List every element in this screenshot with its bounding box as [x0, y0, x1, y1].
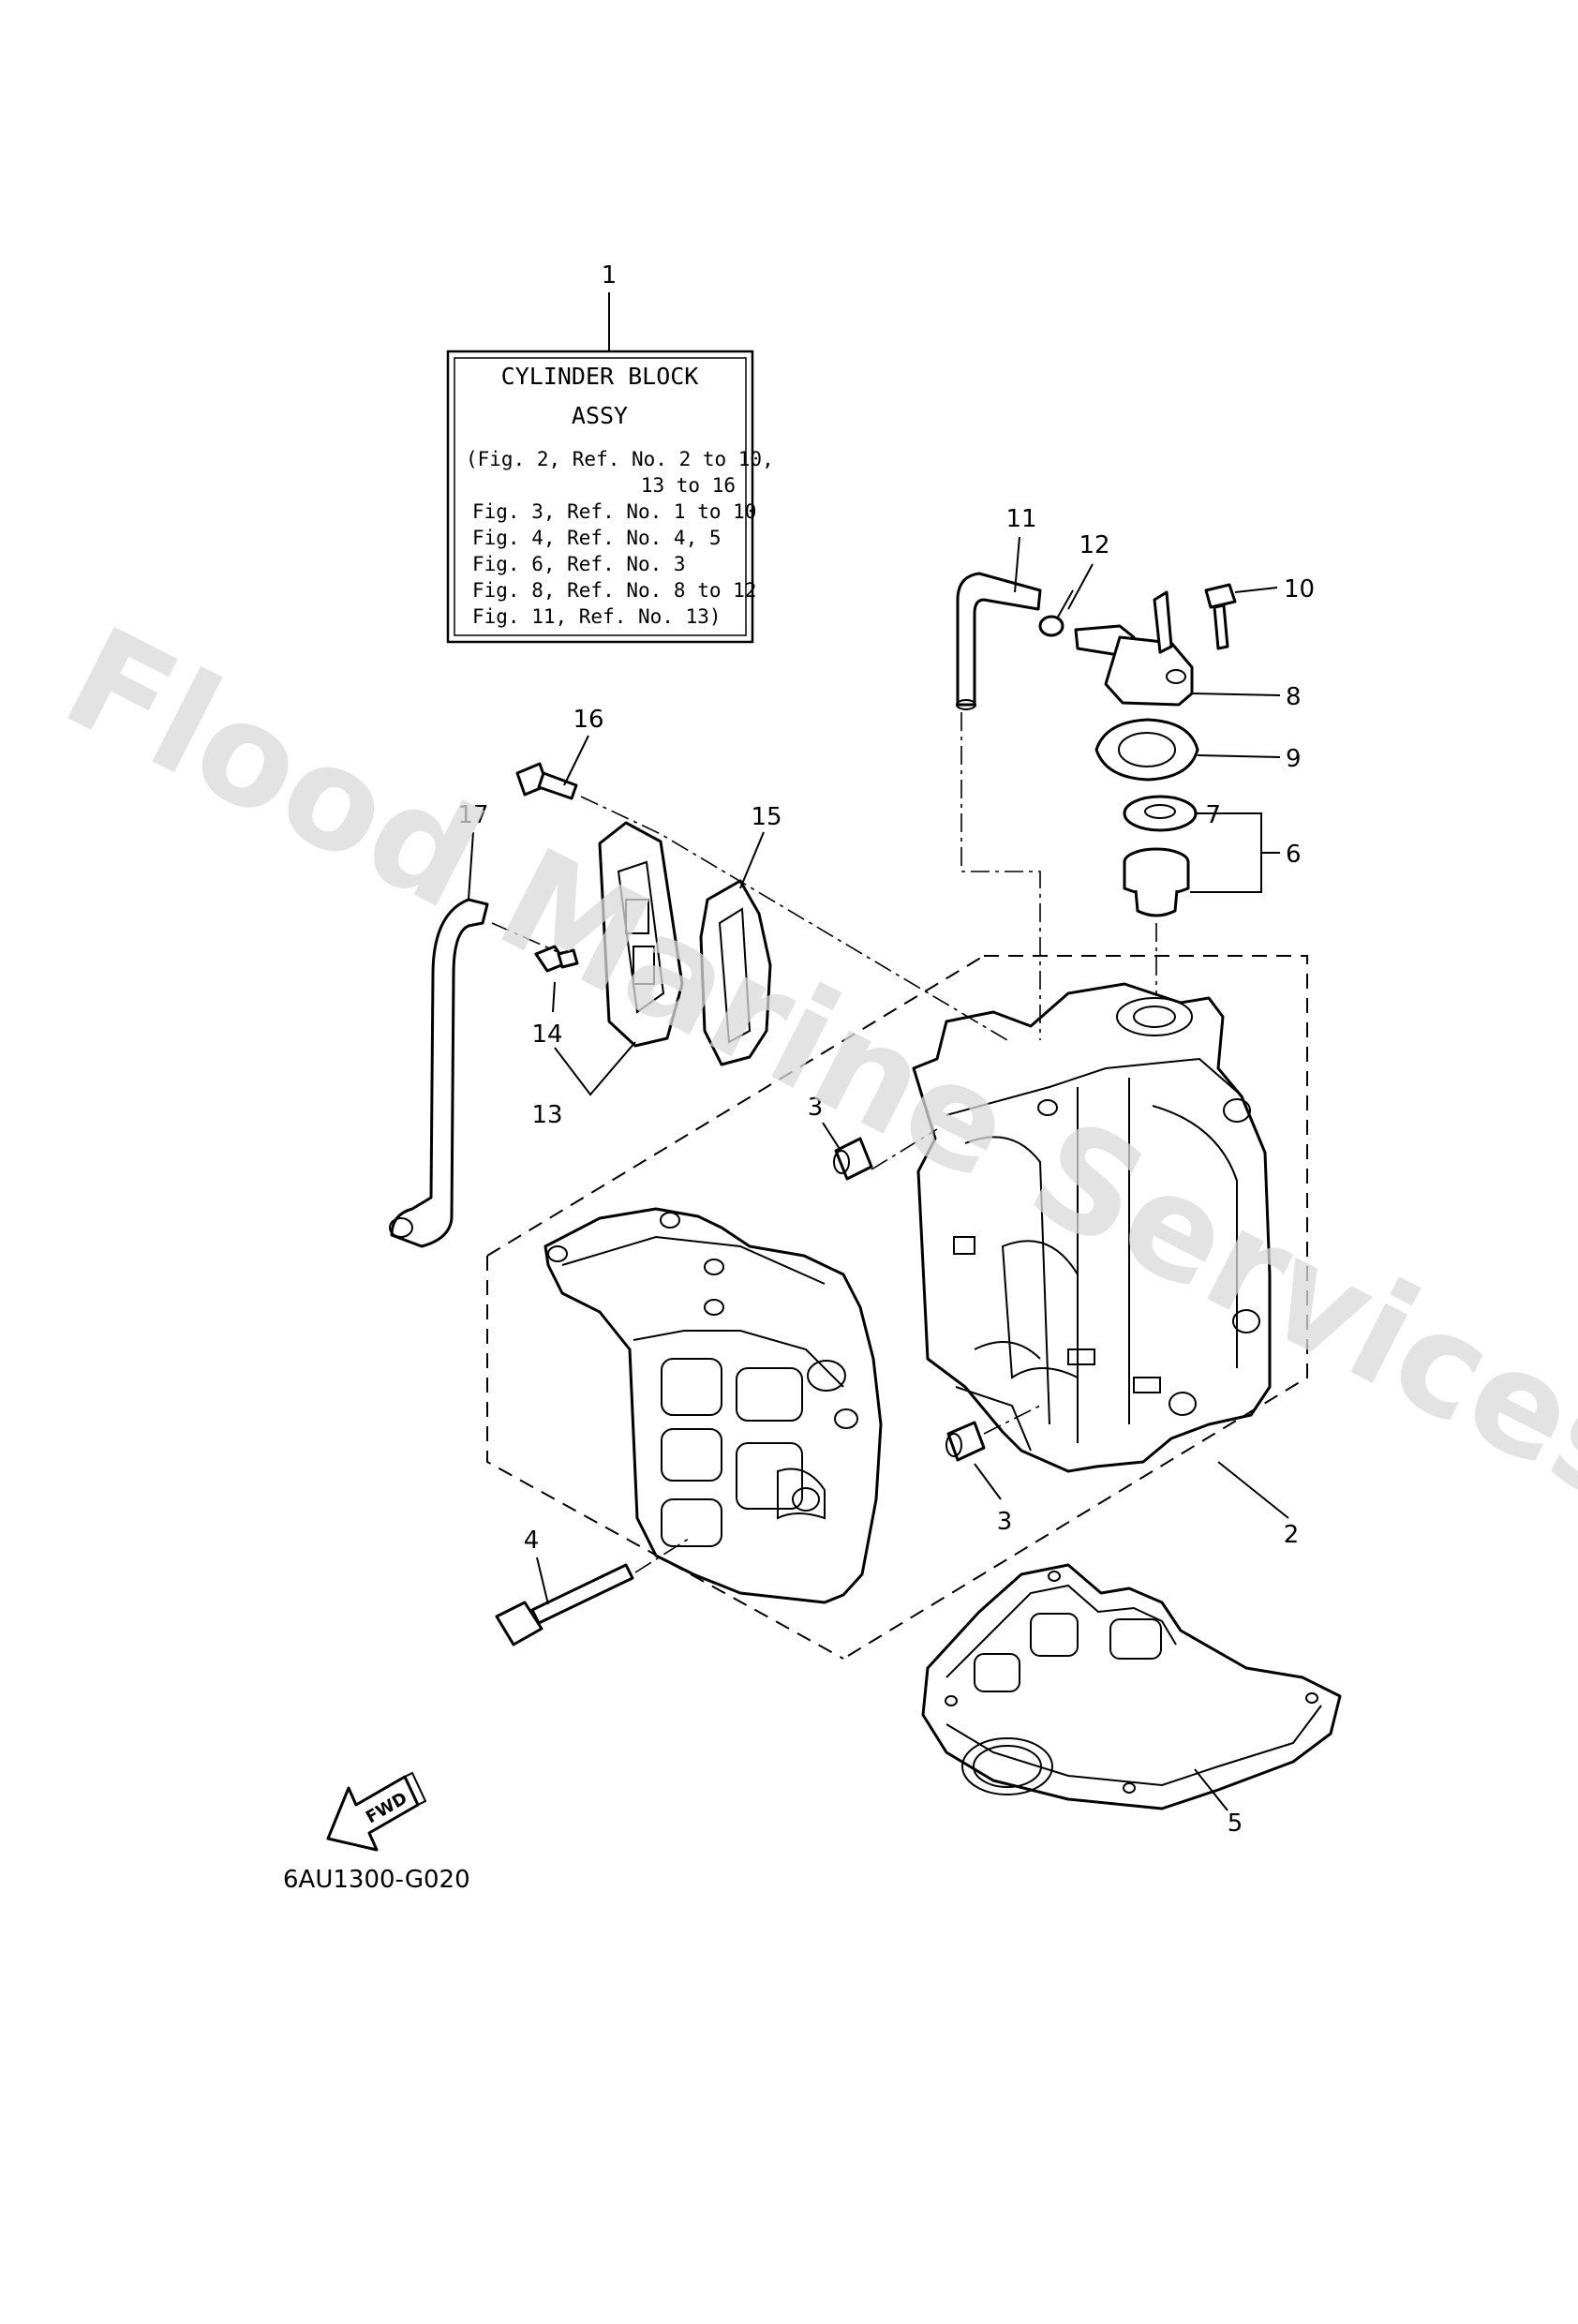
cover-13 [598, 821, 684, 1048]
gasket-5 [921, 1563, 1342, 1810]
box-line-4: Fig. 4, Ref. No. 4, 5 [472, 527, 722, 549]
callout-9: 9 [1286, 745, 1302, 773]
callout-17: 17 [457, 801, 488, 829]
leader-14 [552, 981, 556, 1013]
bolt-4 [495, 1563, 634, 1646]
thermostat-cover-8 [1074, 590, 1194, 707]
crankcase [543, 1207, 883, 1604]
fitting-14 [534, 945, 579, 973]
leader-8 [1191, 693, 1281, 696]
callout-11: 11 [1005, 505, 1036, 533]
callout-6: 6 [1286, 841, 1302, 869]
assembly-line-hose17 [491, 922, 563, 955]
assembly-info-box: CYLINDER BLOCK ASSY (Fig. 2, Ref. No. 2 … [446, 350, 774, 644]
box-line-7: Fig. 11, Ref. No. 13) [472, 605, 722, 628]
hose-clip-12 [1038, 589, 1074, 637]
leader-9 [1197, 754, 1281, 758]
callout-3b: 3 [997, 1508, 1013, 1536]
box-line-3: Fig. 3, Ref. No. 1 to 10 [472, 500, 756, 523]
leader-12 [1067, 563, 1094, 610]
box-line-2: 13 to 16 [641, 474, 736, 497]
callout-15: 15 [751, 803, 782, 831]
assembly-line-pin-a [871, 1128, 938, 1170]
thermostat-6 [1123, 847, 1190, 917]
leader-3a [822, 1122, 841, 1150]
dowel-pin-3a [833, 1137, 873, 1181]
leader-4 [536, 1557, 549, 1605]
leader-5 [1194, 1768, 1228, 1811]
gasket-15 [699, 879, 772, 1066]
box-line-5: Fig. 6, Ref. No. 3 [472, 553, 686, 575]
box-line-1: (Fig. 2, Ref. No. 2 to 10, [466, 448, 774, 470]
leader-3b [974, 1463, 1002, 1500]
assembly-line-pin-b [983, 1405, 1041, 1435]
leader-16 [563, 735, 589, 786]
dowel-pin-3b [945, 1421, 986, 1462]
callout-5: 5 [1228, 1810, 1243, 1838]
hose-11 [956, 572, 1042, 710]
dash-boundary-b [486, 1256, 844, 1660]
callout-4: 4 [524, 1527, 540, 1555]
callout-10: 10 [1284, 575, 1315, 603]
callout-16: 16 [573, 706, 603, 734]
figure-code: 6AU1300-G020 [283, 1866, 470, 1894]
callout-7: 7 [1205, 801, 1221, 829]
callout-1: 1 [602, 261, 618, 290]
gasket-9 [1094, 718, 1199, 782]
leader-2 [1217, 1461, 1289, 1519]
box-title-line2: ASSY [572, 402, 628, 429]
bolt-10 [1204, 583, 1237, 650]
bracket-6 [1190, 812, 1262, 893]
callout-8: 8 [1286, 683, 1302, 711]
callout-12: 12 [1079, 531, 1109, 559]
box-title-line1: CYLINDER BLOCK [501, 363, 699, 390]
callout-13: 13 [531, 1101, 562, 1129]
assembly-line-bolt4 [634, 1536, 692, 1573]
leader-11 [1014, 536, 1020, 593]
leader-17 [468, 831, 474, 901]
box-line-6: Fig. 8, Ref. No. 8 to 12 [472, 579, 756, 602]
assembly-line-hose [960, 712, 1041, 1040]
bolt-16 [515, 762, 578, 800]
callout-2: 2 [1284, 1521, 1300, 1549]
leader-15 [739, 831, 765, 889]
callout-14: 14 [531, 1020, 562, 1049]
bracket-13 [554, 1041, 636, 1096]
callout-3a: 3 [808, 1094, 824, 1122]
seal-7 [1123, 795, 1198, 832]
fwd-arrow-icon: FWD [326, 1771, 427, 1852]
leader-10 [1234, 587, 1278, 593]
cylinder-block-2 [912, 982, 1272, 1473]
